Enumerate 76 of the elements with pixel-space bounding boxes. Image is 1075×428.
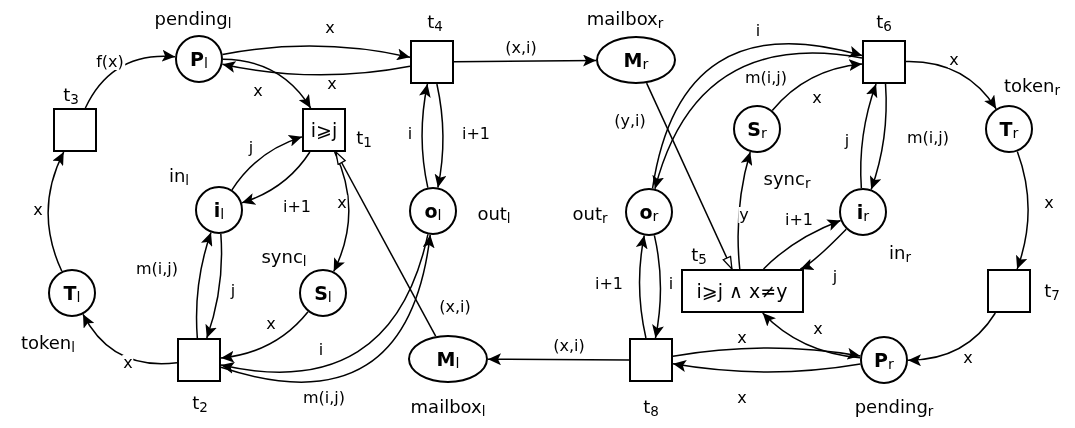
edge-label: i+1 (784, 212, 814, 228)
node-label: t$_{8}$ (643, 398, 659, 416)
transition-box (629, 338, 673, 382)
arc-arrow (737, 151, 753, 270)
node-label: mailbox$_{r}$ (586, 10, 664, 28)
transition-box (987, 269, 1031, 313)
arc-arrow (487, 353, 630, 366)
edge-label: i+1 (282, 199, 312, 215)
mailbox-ellipse: M$_{l}$ (408, 335, 488, 383)
arc-arrow (47, 151, 65, 272)
edge-label: x (336, 195, 348, 211)
node-label: t$_{6}$ (876, 13, 892, 31)
edge-label: j (247, 140, 255, 156)
edge-label: (x,i) (438, 299, 472, 315)
edge-label: x (122, 355, 134, 371)
arc-arrow (672, 347, 862, 360)
node-label: in$_{r}$ (889, 244, 911, 262)
node-label: t$_{7}$ (1044, 282, 1060, 300)
node-label: sync$_{r}$ (763, 170, 811, 188)
edge-label: i+1 (594, 276, 624, 292)
arc-arrow (222, 58, 312, 109)
node-label: token$_{l}$ (20, 334, 76, 352)
edge-label: (x,i) (504, 40, 538, 56)
arc-arrow (335, 151, 437, 337)
node-label: mailbox$_{l}$ (410, 398, 486, 416)
edge-label: m(i,j) (744, 70, 788, 86)
arc-arrow (771, 59, 863, 112)
edge-label: m(i,j) (906, 130, 950, 146)
arc-arrow (672, 359, 862, 373)
node-label: t$_{5}$ (691, 246, 707, 264)
transition-box (177, 338, 221, 382)
edge-label: m(i,j) (302, 390, 346, 406)
arc-arrow (434, 83, 447, 189)
transition-box (862, 40, 906, 84)
arc-arrow (419, 83, 431, 189)
arc-arrow (453, 54, 597, 67)
transition-box: i⩾j ∧ x≠y (680, 269, 804, 313)
node-label: sync$_{l}$ (261, 248, 307, 266)
edge-label: j (229, 283, 237, 299)
transition-box (410, 40, 454, 84)
node-label: out$_{l}$ (477, 205, 511, 223)
edge-label: i (667, 276, 675, 292)
edge-label: (x,i) (552, 338, 586, 354)
arc-arrow (799, 228, 847, 270)
node-label: t$_{2}$ (192, 394, 208, 412)
edge-label: i (317, 342, 325, 358)
edge-label: y (738, 207, 750, 223)
transition-box: i⩾j (302, 108, 346, 152)
node-label: in$_{l}$ (168, 167, 190, 185)
node-label: t$_{4}$ (427, 13, 443, 31)
arc-arrow (651, 234, 664, 339)
edge-label: j (831, 269, 839, 285)
node-label: pending$_{r}$ (854, 398, 934, 416)
arc-arrow (869, 83, 887, 191)
node-label: pending$_{l}$ (154, 10, 232, 28)
transition-box (53, 108, 97, 152)
edge-label: i+1 (461, 126, 491, 142)
arc-arrow (645, 82, 733, 270)
edge-label: (y,i) (613, 113, 647, 129)
arc-arrow (761, 312, 861, 359)
arc-arrow (907, 312, 997, 366)
mailbox-ellipse: M$_{r}$ (596, 36, 676, 84)
node-label: t$_{1}$ (356, 129, 372, 147)
node-label: out$_{r}$ (572, 205, 608, 223)
edge-label: i (754, 23, 762, 39)
arc-arrow (84, 50, 176, 109)
edge-label: m(i,j) (135, 261, 179, 277)
arc-arrow (636, 234, 648, 339)
node-label: t$_{3}$ (63, 86, 79, 104)
arc-arrow (860, 83, 878, 189)
edge-label: i (406, 126, 414, 142)
arc-arrow (220, 311, 309, 363)
arc-arrow (205, 233, 223, 339)
edge-label: j (843, 133, 851, 149)
edge-label: f(x) (95, 54, 125, 70)
node-label: token$_{r}$ (1004, 77, 1060, 95)
